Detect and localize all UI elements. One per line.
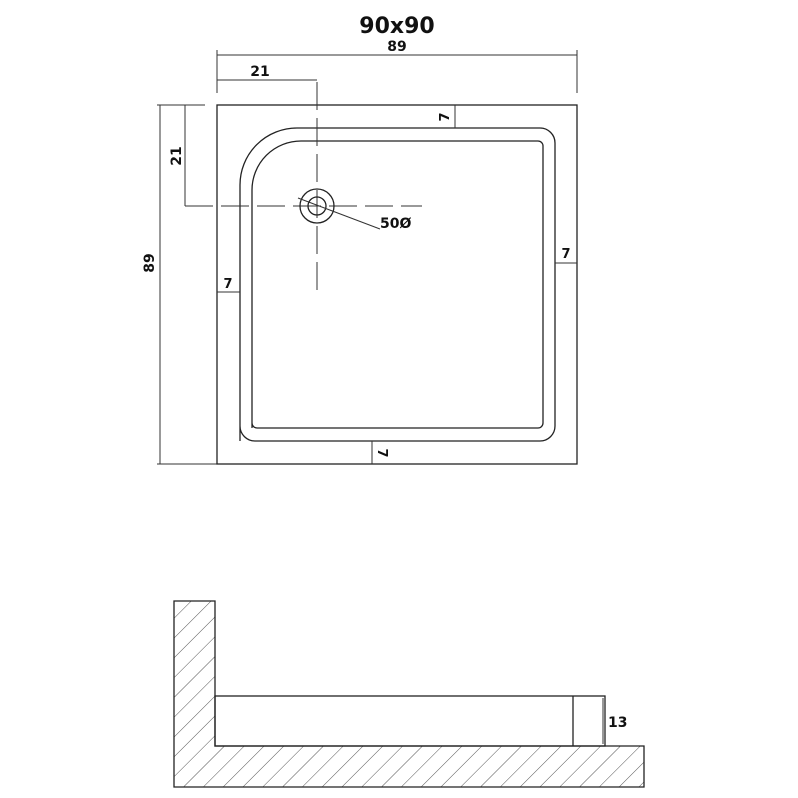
svg-text:21: 21 (250, 64, 269, 80)
drawing-title: 90x90 (359, 14, 434, 39)
tray-rim-outer (239, 127, 556, 442)
drain-icon: 50Ø (297, 188, 411, 232)
svg-text:7: 7 (561, 247, 570, 262)
dimension-rim-left: 7 (217, 277, 240, 293)
tray-section (214, 695, 606, 747)
svg-text:13: 13 (608, 715, 627, 731)
svg-text:50Ø: 50Ø (380, 216, 411, 232)
dimension-overall-width: 89 (216, 39, 578, 93)
wall-floor-section (173, 600, 645, 788)
svg-text:89: 89 (387, 39, 406, 55)
tray-outline (216, 104, 578, 465)
dimension-rim-top: 7 (438, 105, 456, 128)
svg-text:7: 7 (438, 112, 453, 121)
svg-text:89: 89 (142, 253, 158, 272)
svg-text:7: 7 (374, 448, 389, 457)
tray-basin-inner (251, 140, 544, 429)
dimension-drain-offset-x: 21 (217, 64, 317, 81)
dimension-drain-offset-y: 21 (169, 105, 186, 206)
dimension-tray-height: 13 (602, 698, 627, 744)
dimension-rim-right: 7 (555, 247, 577, 264)
svg-text:21: 21 (169, 146, 185, 165)
dimension-rim-bottom: 7 (371, 441, 389, 464)
dimension-overall-height: 89 (142, 104, 217, 465)
drain-centerlines (185, 82, 422, 295)
svg-text:7: 7 (223, 277, 232, 292)
